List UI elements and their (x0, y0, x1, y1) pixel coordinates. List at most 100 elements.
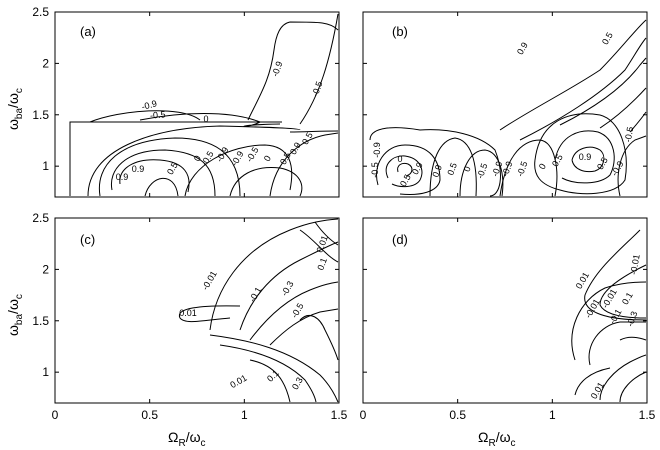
contour-line (249, 359, 291, 403)
contour-line (299, 13, 339, 125)
x-tick-label: 0.5 (449, 408, 466, 422)
contour-line (119, 159, 190, 193)
y-tick-label: 2 (42, 56, 49, 70)
contour-line (139, 113, 281, 127)
contour-line (89, 110, 201, 123)
contour-value-label: -0.9 (140, 98, 158, 112)
contour-value-label: 0.9 (430, 163, 444, 178)
contour-line (599, 87, 647, 129)
contour-line (499, 19, 647, 131)
y-tick-label: 2.5 (32, 211, 49, 225)
contour-value-label: -0.9 (214, 145, 230, 163)
contour-line (588, 321, 646, 366)
contour-value-label: -0.5 (199, 149, 215, 167)
contour-value-label: 0.5 (445, 161, 459, 176)
contour-value-label: -0.01 (583, 297, 602, 320)
contour-value-label: -0.5 (623, 126, 636, 143)
contour-line (385, 155, 423, 188)
contour-value-label: -0.9 (500, 160, 515, 178)
contour-value-label: -0.01 (600, 287, 619, 310)
x-axis-title-right: ΩR/ωc (478, 429, 516, 449)
contour-line (429, 137, 477, 197)
panel-a-frame (54, 11, 340, 198)
contour-line (584, 229, 647, 321)
panel-b-frame (362, 11, 648, 198)
panel-d-frame (362, 217, 648, 404)
contour-value-label: 0.1 (315, 256, 329, 271)
contour-line (559, 57, 647, 126)
y-tick-label: 2.5 (32, 5, 49, 19)
x-axis-title: ΩR/ωc (478, 429, 516, 449)
contour-line (571, 146, 605, 173)
contour-line (617, 135, 647, 197)
contour-line (209, 334, 339, 403)
contour-value-label: 0 (203, 114, 208, 124)
panel-a-contours (69, 13, 339, 197)
panel-d-contours (571, 229, 647, 403)
x-tick-label: 0.5 (141, 408, 158, 422)
contour-line (184, 144, 293, 197)
contour-value-label: -0.9 (372, 142, 382, 158)
contour-value-label: -0.1 (607, 307, 623, 325)
contour-value-label: 0.5 (595, 156, 610, 172)
y-axis-title-bottom: ωba/ωc (5, 294, 25, 336)
contour-value-label: 0 (262, 154, 273, 163)
contour-line (369, 127, 501, 197)
contour-line (629, 111, 647, 133)
contour-value-label: 0.9 (579, 152, 592, 162)
contour-value-label: 0.5 (550, 153, 565, 169)
contour-line (178, 305, 241, 323)
contour-value-label: 0.5 (600, 31, 615, 47)
contour-value-label: 0 (537, 162, 548, 171)
contour-value-label: 0 (192, 154, 203, 163)
contour-line (519, 37, 647, 141)
panel-d-label: (d) (392, 232, 408, 247)
contour-value-label: -0.1 (247, 285, 263, 303)
contour-line (397, 162, 413, 177)
contour-value-label: 0.1 (620, 291, 635, 307)
y-tick-label: 2 (42, 262, 49, 276)
contour-value-label: -0.9 (609, 159, 625, 177)
contour-value-label: -0.5 (310, 80, 325, 98)
contour-line (599, 264, 647, 319)
contour-value-label: -0.9 (490, 160, 505, 178)
contour-line (534, 113, 627, 195)
panel-c-contours (178, 218, 339, 403)
contour-value-label: 0.5 (165, 161, 180, 177)
x-tick-label: 0 (52, 408, 59, 422)
contour-value-label: -0.3 (625, 310, 640, 328)
y-tick-label: 1.5 (32, 314, 49, 328)
contour-value-label: -0.5 (515, 160, 530, 178)
contour-value-label: 0.01 (179, 308, 197, 318)
contour-value-label: 0.9 (116, 172, 129, 182)
contour-line (269, 308, 339, 346)
contour-line (269, 132, 339, 197)
contour-line (247, 21, 339, 121)
panel-a-label: (a) (80, 24, 96, 39)
contour-line (299, 229, 339, 263)
y-tick-label: 1.5 (32, 108, 49, 122)
contour-value-label: -0.9 (270, 60, 285, 78)
panel-c-label: (c) (80, 232, 95, 247)
contour-line (219, 344, 317, 403)
contour-value-label: -0.5 (370, 162, 380, 178)
contour-line (69, 121, 282, 196)
contour-line (289, 130, 339, 133)
x-tick-label: 1.5 (639, 408, 656, 422)
contour-line (376, 144, 441, 195)
contour-value-label: 0.9 (515, 41, 530, 57)
contour-line (314, 221, 339, 246)
y-tick-label: 1 (42, 159, 49, 173)
contour-value-label: -0.5 (244, 145, 260, 163)
contour-line (299, 315, 339, 361)
panel-b-contours (369, 19, 647, 197)
panel-b-label: (b) (392, 24, 408, 39)
contour-value-label: 0 (397, 154, 402, 164)
contour-value-label: -0.5 (475, 162, 490, 180)
x-tick-label: 1 (549, 408, 556, 422)
contour-value-label: -0.01 (628, 254, 641, 276)
contour-line (619, 336, 647, 341)
contour-line (619, 371, 647, 403)
